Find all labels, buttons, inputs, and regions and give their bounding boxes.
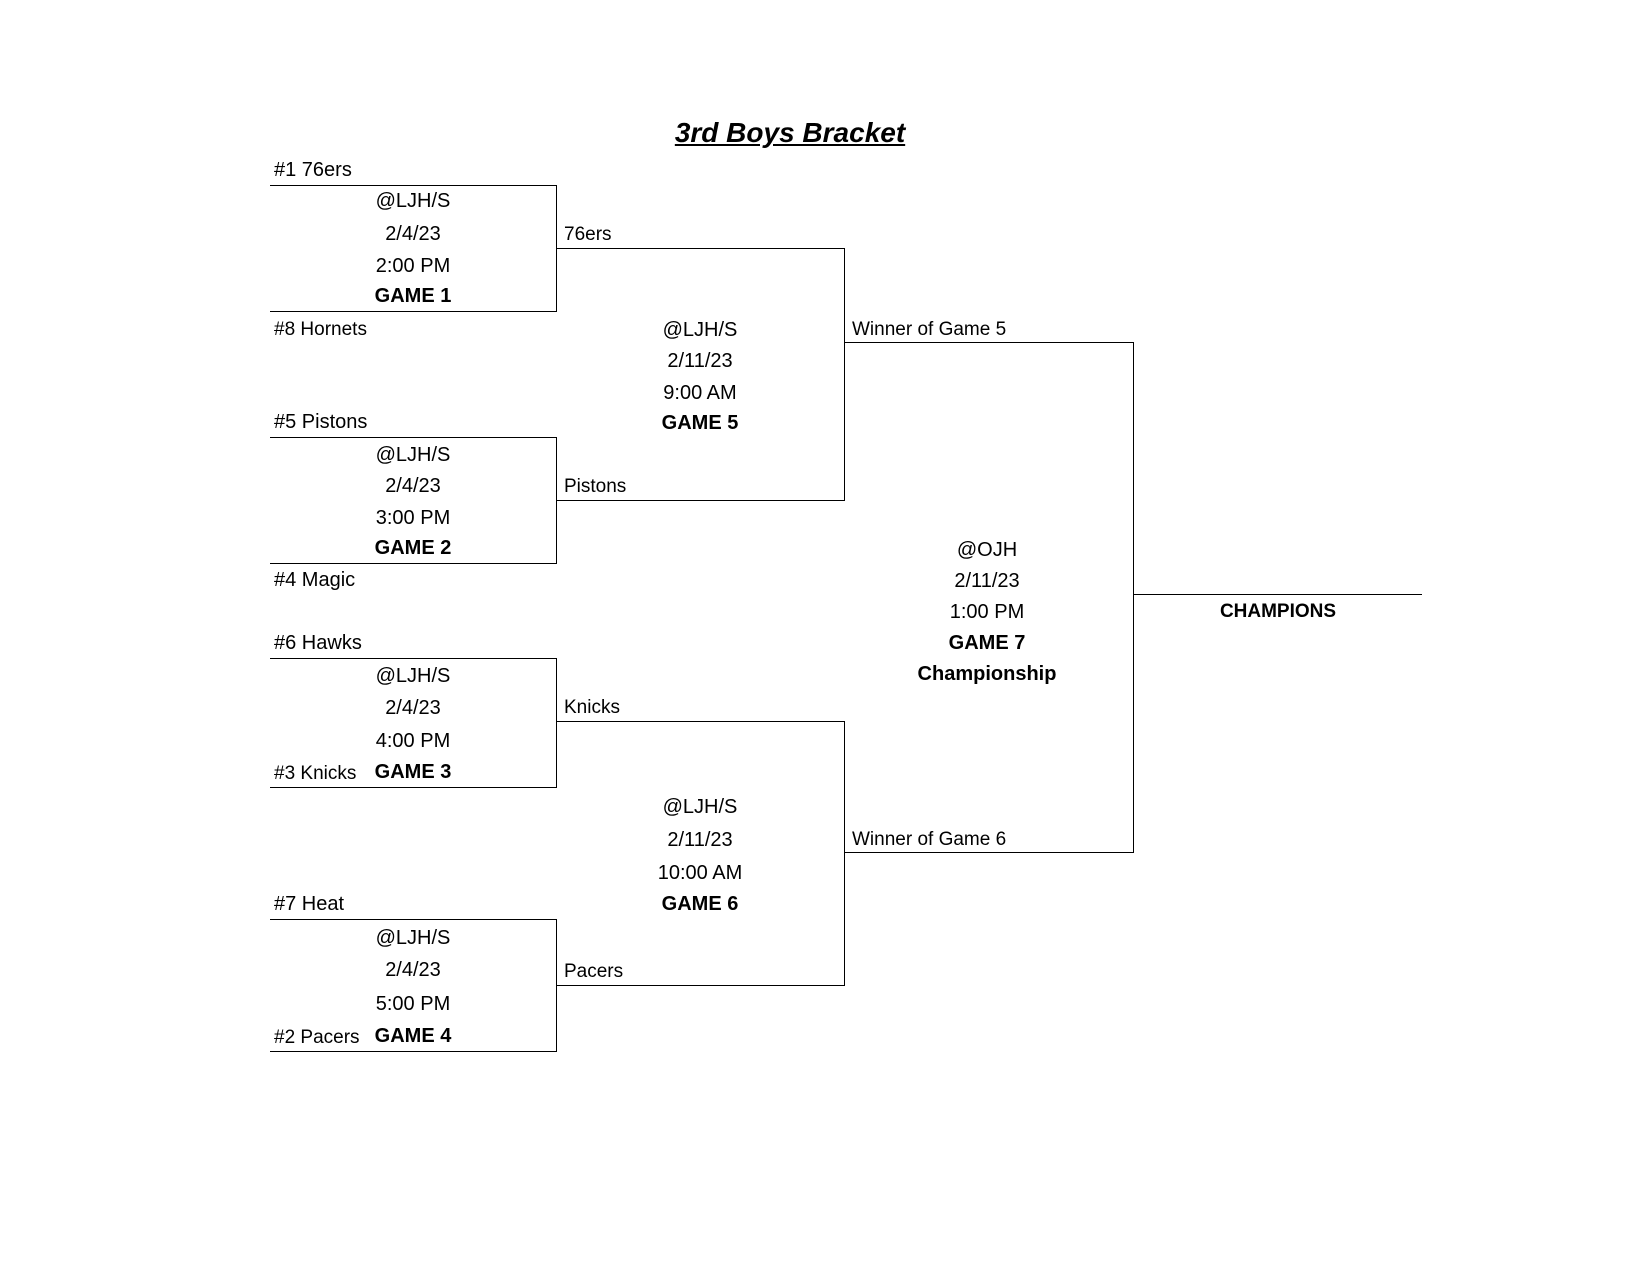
game-label: GAME 2	[374, 537, 452, 559]
game-time: 3:00 PM	[375, 507, 451, 529]
championship-label: Championship	[917, 663, 1057, 685]
bracket-line	[270, 563, 557, 564]
team-seed-7: #7 Heat	[274, 893, 345, 915]
champions-label: CHAMPIONS	[1219, 601, 1337, 622]
bracket-line	[270, 311, 557, 312]
advancing-team: Pistons	[564, 476, 627, 497]
team-seed-4: #4 Magic	[274, 569, 356, 591]
game-location: @OJH	[956, 539, 1018, 561]
bracket-line	[556, 985, 845, 986]
game-location: @LJH/S	[662, 319, 738, 341]
bracket-line	[270, 919, 557, 920]
game-time: 1:00 PM	[949, 601, 1025, 623]
game-time: 10:00 AM	[657, 862, 743, 884]
bracket-line	[844, 721, 845, 985]
team-seed-5: #5 Pistons	[274, 411, 368, 433]
bracket-line	[1133, 342, 1134, 852]
game-label: GAME 5	[661, 412, 739, 434]
game-label: GAME 1	[374, 285, 452, 307]
game-location: @LJH/S	[375, 927, 451, 949]
game-time: 2:00 PM	[375, 255, 451, 277]
advancing-team: Knicks	[564, 697, 620, 718]
bracket-line	[844, 342, 1134, 343]
game-location: @LJH/S	[662, 796, 738, 818]
team-seed-6: #6 Hawks	[274, 632, 362, 654]
game-label: GAME 3	[374, 761, 452, 783]
bracket-line	[844, 852, 1134, 853]
team-seed-8: #8 Hornets	[274, 319, 367, 340]
bracket-line	[844, 248, 845, 500]
bracket-line	[1133, 594, 1422, 595]
game-location: @LJH/S	[375, 444, 451, 466]
advancing-team: Winner of Game 5	[852, 319, 1007, 340]
team-seed-2: #2 Pacers	[274, 1027, 360, 1048]
game-time: 4:00 PM	[375, 730, 451, 752]
game-time: 9:00 AM	[663, 382, 737, 404]
game-label: GAME 4	[374, 1025, 452, 1047]
game-label: GAME 6	[661, 893, 739, 915]
game-location: @LJH/S	[375, 665, 451, 687]
bracket-title: 3rd Boys Bracket	[674, 117, 906, 148]
bracket-line	[270, 658, 557, 659]
bracket-line	[270, 1051, 557, 1052]
game-date: 2/4/23	[385, 959, 441, 981]
bracket-line	[270, 185, 557, 186]
game-date: 2/11/23	[954, 570, 1020, 592]
team-seed-3: #3 Knicks	[274, 763, 357, 784]
game-time: 5:00 PM	[375, 993, 451, 1015]
advancing-team: 76ers	[564, 224, 612, 245]
bracket-line	[556, 248, 845, 249]
game-label: GAME 7	[948, 632, 1026, 654]
game-date: 2/4/23	[385, 475, 441, 497]
bracket-line	[270, 787, 557, 788]
game-date: 2/4/23	[385, 697, 441, 719]
bracket-line	[556, 658, 557, 787]
bracket-line	[556, 500, 845, 501]
advancing-team: Winner of Game 6	[852, 829, 1007, 850]
game-date: 2/11/23	[667, 350, 733, 372]
team-seed-1: #1 76ers	[274, 159, 352, 181]
game-date: 2/11/23	[667, 829, 733, 851]
advancing-team: Pacers	[564, 961, 624, 982]
bracket-line	[556, 721, 845, 722]
game-date: 2/4/23	[385, 223, 441, 245]
bracket-line	[270, 437, 557, 438]
game-location: @LJH/S	[375, 190, 451, 212]
